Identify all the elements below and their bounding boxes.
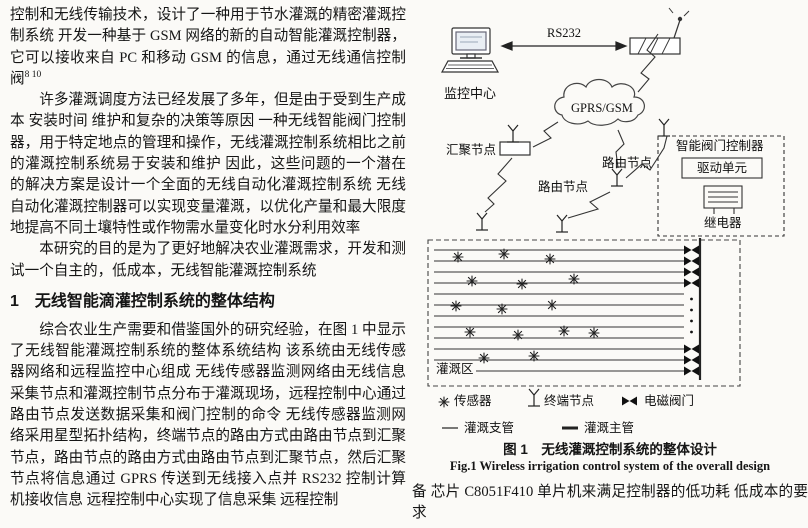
legend-terminal-label: 终端节点 — [544, 394, 595, 408]
valve-icon — [684, 256, 699, 266]
relay-icon — [703, 185, 743, 214]
valve-legend-icon — [622, 396, 637, 406]
drive-unit-box — [681, 157, 763, 179]
valve-icon — [684, 245, 699, 255]
legend-valve-label: 电磁阀门 — [644, 394, 695, 408]
terminal-node-legend-icon — [527, 388, 541, 407]
lightning-link — [615, 129, 625, 169]
paragraph-1: 控制和无线传输技术，设计了一种用于节水灌溉的精密灌溉控制系统 开发一种基于 GS… — [10, 5, 406, 90]
paragraph-2: 许多灌溉调度方法已经发展了多年，但是由于受到生产成本 安装时间 维护和复杂的决策… — [10, 92, 406, 236]
antenna-icon — [610, 168, 624, 187]
left-text-column: 控制和无线传输技术，设计了一种用于节水灌溉的精密灌溉控制系统 开发一种基于 GS… — [10, 5, 406, 512]
sensor-icon — [528, 350, 540, 362]
sensor-icon — [464, 326, 476, 338]
legend-branch-label: 灌溉支管 — [464, 421, 515, 435]
gprs-gsm-label: GPRS/GSM — [571, 101, 633, 115]
sensor-icon — [588, 327, 600, 339]
rs232-label: RS232 — [547, 26, 582, 40]
sensor-icon — [544, 253, 556, 265]
section-heading-1: 1 无线智能滴灌控制系统的整体结构 — [10, 292, 275, 310]
lightning-link — [484, 157, 513, 213]
sensor-icon — [496, 303, 508, 315]
sink-node-device — [499, 124, 531, 156]
paragraph-1-text: 控制和无线传输技术，设计了一种用于节水灌溉的精密灌溉控制系统 开发一种基于 GS… — [10, 7, 406, 87]
sensor-icon — [568, 273, 580, 285]
irrigation-diagram — [427, 7, 785, 430]
branch-pipe-lines — [434, 249, 684, 372]
irrigation-area-label: 灌溉区 — [434, 362, 476, 377]
gprs-cloud-shape — [554, 78, 645, 126]
sensor-icon — [546, 299, 558, 311]
sensor-icon — [466, 275, 478, 287]
valve-controller-box — [657, 135, 785, 237]
figure-caption-cn: 图 1 无线灌溉控制系统的整体设计 — [503, 442, 717, 457]
relay-label: 继电器 — [704, 216, 742, 230]
figure-caption-en: Fig.1 Wireless irrigation control system… — [449, 459, 771, 473]
sensor-icon — [450, 300, 462, 312]
figure-1: RS232 监控中心 GPRS/GSM 汇聚节点 路由节点 路由节点 智能阀门控… — [412, 0, 808, 478]
legend-sensor-label: 传感器 — [454, 394, 492, 408]
sensor-icon — [512, 329, 524, 341]
valve-icon — [684, 278, 699, 288]
valve-icons — [684, 245, 699, 376]
valve-icon — [684, 267, 699, 277]
lightning-link — [567, 191, 611, 219]
wireless-ap-icon — [629, 7, 690, 55]
lightning-link — [532, 121, 559, 148]
antenna-icon — [555, 214, 569, 233]
sensor-icon — [498, 248, 510, 260]
legend-icons — [438, 388, 637, 430]
antenna-icon — [657, 118, 671, 137]
sensor-icon — [478, 352, 490, 364]
valve-icon — [684, 355, 699, 365]
route-node-label-2: 路由节点 — [602, 156, 653, 170]
sink-node-label: 汇聚节点 — [446, 143, 497, 157]
wireless-links — [484, 33, 668, 219]
paragraph-3: 本研究的目的是为了更好地解决农业灌溉需求，开发和测试一个自主的，低成本，无线智能… — [10, 241, 406, 279]
route-node-label-1: 路由节点 — [538, 180, 589, 194]
computer-icon — [440, 27, 500, 73]
rs232-arrow — [500, 41, 628, 51]
antenna-icon — [475, 212, 489, 231]
node-antennas — [475, 118, 671, 233]
reference-marker: 8 10 — [24, 70, 42, 81]
legend-main-label: 灌溉主管 — [584, 421, 635, 435]
monitor-center-label: 监控中心 — [444, 86, 497, 101]
lightning-link — [625, 135, 668, 179]
lightning-link — [637, 33, 659, 93]
valve-icon — [684, 366, 699, 376]
sensor-icon — [558, 325, 570, 337]
drive-unit-label: 驱动单元 — [697, 161, 748, 175]
valve-controller-label: 智能阀门控制器 — [676, 139, 764, 153]
antenna-icon — [506, 124, 520, 143]
sensor-legend-icon — [438, 396, 450, 408]
valve-icon — [684, 344, 699, 354]
irrigation-field — [427, 238, 741, 387]
paragraph-5: 备 芯片 C8051F410 单片机来满足控制器的低功耗 低成本的要求 — [412, 484, 808, 522]
paragraph-4: 综合农业生产需要和借鉴国外的研究经验，在图 1 中显示了无线智能灌溉控制系统的整… — [10, 321, 406, 509]
right-figure-column: RS232 监控中心 GPRS/GSM 汇聚节点 路由节点 路由节点 智能阀门控… — [412, 0, 808, 528]
sensor-icon — [452, 251, 464, 263]
sensor-icon — [516, 278, 528, 290]
sensor-icons — [450, 248, 600, 364]
